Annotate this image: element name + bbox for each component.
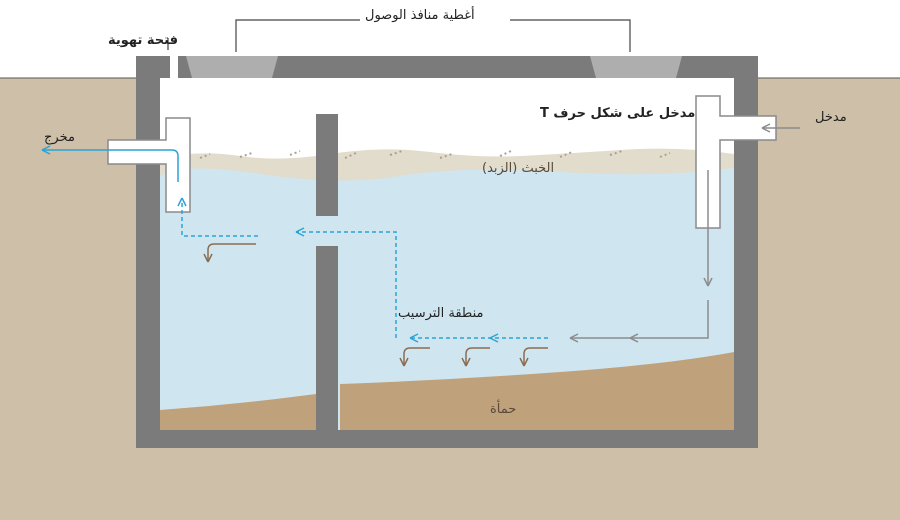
vent-label: فتحة تهوية: [108, 33, 178, 48]
grey-arrowhead-1: [629, 333, 639, 343]
sludge-arrowhead-2: [461, 357, 471, 367]
sludge-label: حمأة: [490, 402, 517, 417]
left-chamber-flow: [181, 198, 258, 237]
access-cover-right: [590, 56, 682, 78]
access-cover-left: [186, 56, 278, 78]
blue-arrowhead-1: [489, 333, 499, 343]
sludge-arrow-3: [523, 347, 548, 366]
sludge-arrow-4: [207, 243, 256, 262]
scum-label: الخبث (الزبد): [482, 161, 555, 176]
inlet-pipe: [695, 95, 777, 229]
left-chamber-arrowhead: [177, 197, 187, 207]
sludge-arrow-2: [465, 347, 490, 366]
settling-grey-flow: [570, 300, 709, 339]
t-inlet-label: مدخل على شكل حرف T: [540, 106, 696, 121]
inlet-label: مدخل: [815, 110, 847, 125]
scum-layer: [160, 148, 734, 181]
sludge-left: [160, 394, 316, 430]
sludge-arrow-1: [403, 347, 430, 366]
vent-opening: [170, 56, 178, 78]
outlet-pipe: [107, 117, 191, 213]
rise-arrowhead: [295, 227, 305, 237]
sludge-right: [340, 352, 734, 430]
blue-arrowhead-2: [409, 333, 419, 343]
sludge-arrowhead-1: [399, 357, 409, 367]
grey-arrowhead-2: [569, 333, 579, 343]
inlet-arrowhead: [761, 123, 771, 133]
inlet-down-arrowhead: [703, 277, 713, 287]
sludge-arrowhead-3: [519, 357, 529, 367]
outlet-flow: [42, 149, 179, 182]
baffle-wall-bottom: [316, 246, 338, 430]
sludge-arrowhead-4: [203, 253, 213, 263]
outlet-label: مخرج: [44, 130, 75, 145]
access-covers-label: أغطية منافذ الوصول: [365, 8, 475, 23]
rise-flow: [296, 231, 397, 338]
outlet-arrowhead: [41, 145, 51, 155]
baffle-wall-top: [316, 114, 338, 216]
settling-zone-label: منطقة الترسيب: [398, 306, 484, 321]
covers-leader: [235, 19, 631, 52]
